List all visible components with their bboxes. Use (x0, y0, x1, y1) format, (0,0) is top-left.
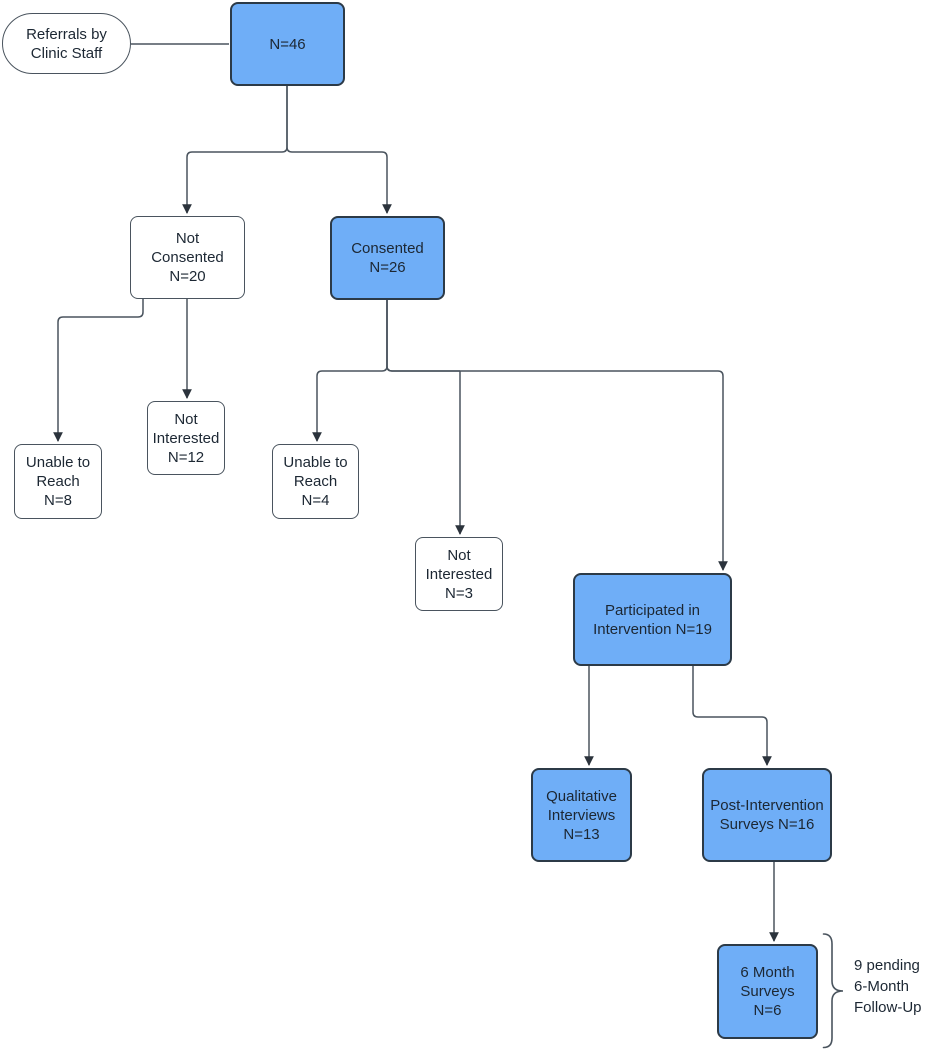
node-not-interested-3: Not Interested N=3 (415, 537, 503, 611)
node-participated-in-intervention: Participated in Intervention N=19 (573, 573, 732, 666)
connector-consented-to-not-interested3 (386, 300, 460, 534)
connector-consented-to-participated (386, 300, 728, 571)
node-consented: Consented N=26 (330, 216, 445, 300)
node-post-intervention-surveys: Post-Intervention Surveys N=16 (702, 768, 832, 862)
node-unable-to-reach-8: Unable to Reach N=8 (14, 444, 102, 519)
curly-brace (822, 933, 844, 1049)
node-not-consented: Not Consented N=20 (130, 216, 245, 299)
node-qualitative-interviews: Qualitative Interviews N=13 (531, 768, 632, 862)
node-not-interested-12: Not Interested N=12 (147, 401, 225, 475)
connector-n46-to-consented (286, 86, 392, 214)
node-unable-to-reach-4: Unable to Reach N=4 (272, 444, 359, 519)
node-n46: N=46 (230, 2, 345, 86)
node-six-month-surveys: 6 Month Surveys N=6 (717, 944, 818, 1039)
node-referrals-by-clinic-staff: Referrals by Clinic Staff (2, 13, 131, 74)
connector-consented-to-unable4 (312, 300, 388, 442)
connector-participated-to-post-intervention (692, 666, 772, 766)
annotation-pending-followup: 9 pending 6-Month Follow-Up (854, 957, 922, 1016)
connector-not-consented-to-unable8 (53, 299, 144, 442)
connector-n46-to-not-consented (182, 86, 288, 214)
